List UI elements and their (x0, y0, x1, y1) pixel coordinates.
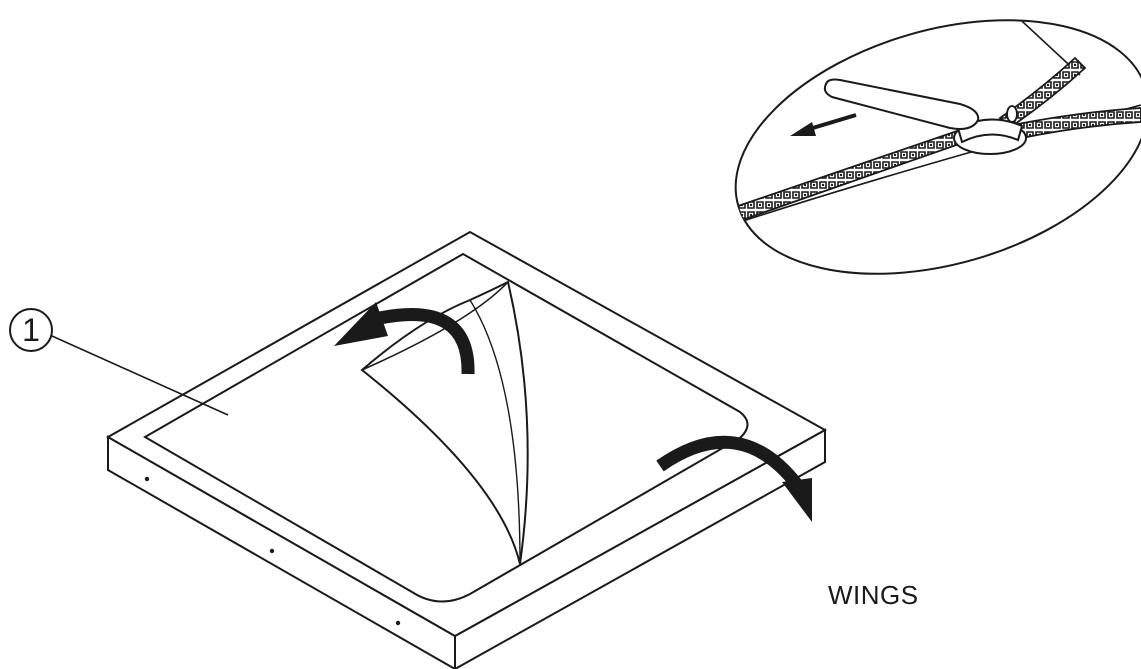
zipper-detail (734, 9, 1141, 275)
cushion-panel (105, 230, 828, 669)
callout-marker: 1 (9, 308, 229, 416)
wings-label: WINGS (828, 580, 919, 610)
zoom-circle (734, 19, 1141, 275)
fold-arrow-icon (656, 435, 812, 522)
piping-dot (269, 548, 275, 554)
piping-dot (144, 476, 150, 482)
zipper-teeth-open-right (1016, 107, 1141, 140)
piping-dot (395, 620, 401, 626)
callout-circle (9, 308, 53, 352)
pull-direction-arrow-icon (790, 113, 857, 136)
callout-number: 1 (22, 312, 40, 348)
zipper-teeth-open-upper (998, 56, 1087, 128)
peeled-film-flap (360, 280, 529, 565)
callout-leader-line (51, 335, 229, 416)
peel-arrow-icon (334, 302, 475, 375)
zipper-pull-icon (823, 78, 1027, 155)
